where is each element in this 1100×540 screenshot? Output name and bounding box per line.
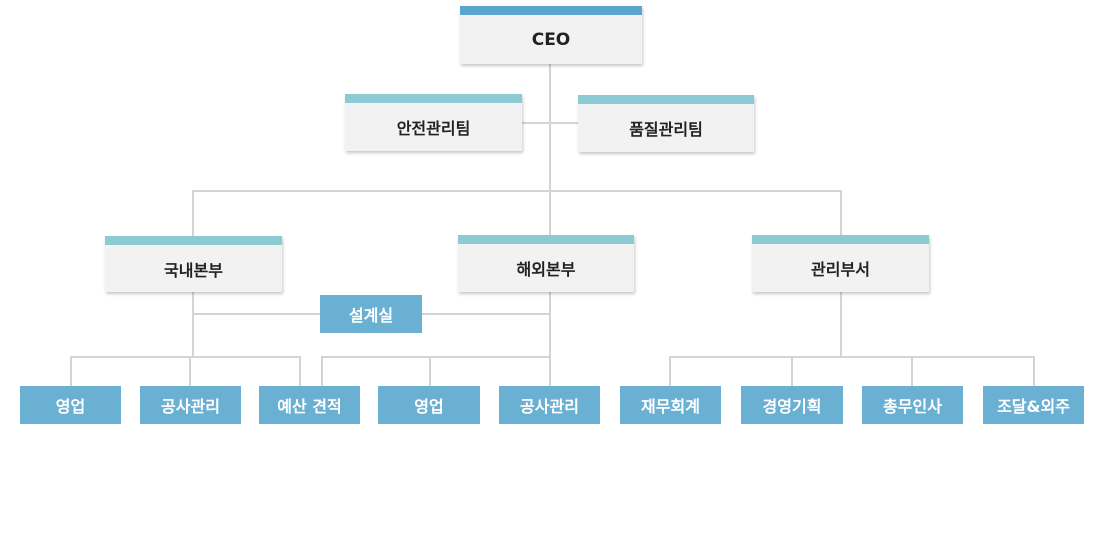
domestic-division-box: 국내본부 — [105, 236, 282, 292]
unit-label: 경영기획 — [762, 397, 822, 416]
safety-team-label: 안전관리팀 — [396, 119, 471, 138]
unit-box: 조달&외주 — [983, 386, 1084, 424]
unit-box: 경영기획 — [741, 386, 843, 424]
safety-team-box: 안전관리팀 — [345, 94, 522, 151]
unit-box: 예산 견적 — [259, 386, 360, 424]
unit-box: 재무회계 — [620, 386, 721, 424]
domestic-division-label: 국내본부 — [164, 260, 223, 280]
overseas-division-box: 해외본부 — [458, 235, 634, 292]
management-division-box: 관리부서 — [752, 235, 929, 292]
unit-label: 재무회계 — [641, 397, 700, 416]
management-division-label: 관리부서 — [811, 260, 870, 279]
unit-label: 영업 — [55, 397, 86, 416]
unit-label: 공사관리 — [520, 397, 579, 416]
quality-team-label: 품질관리팀 — [629, 120, 703, 139]
ceo-box: CEO — [460, 6, 642, 64]
unit-label: 영업 — [414, 397, 444, 416]
design-office-box: 설계실 — [320, 295, 422, 333]
unit-box: 공사관리 — [499, 386, 600, 424]
unit-label: 공사관리 — [161, 397, 220, 416]
ceo-label: CEO — [531, 29, 571, 50]
unit-label: 예산 견적 — [277, 397, 342, 416]
unit-label: 조달&외주 — [997, 397, 1070, 416]
quality-team-box: 품질관리팀 — [578, 95, 754, 152]
unit-label: 총무인사 — [883, 397, 942, 416]
design-office-label: 설계실 — [348, 306, 394, 325]
overseas-division-label: 해외본부 — [516, 260, 576, 279]
unit-box: 공사관리 — [140, 386, 241, 424]
unit-box: 영업 — [378, 386, 480, 424]
unit-box: 영업 — [20, 386, 121, 424]
unit-box: 총무인사 — [862, 386, 963, 424]
